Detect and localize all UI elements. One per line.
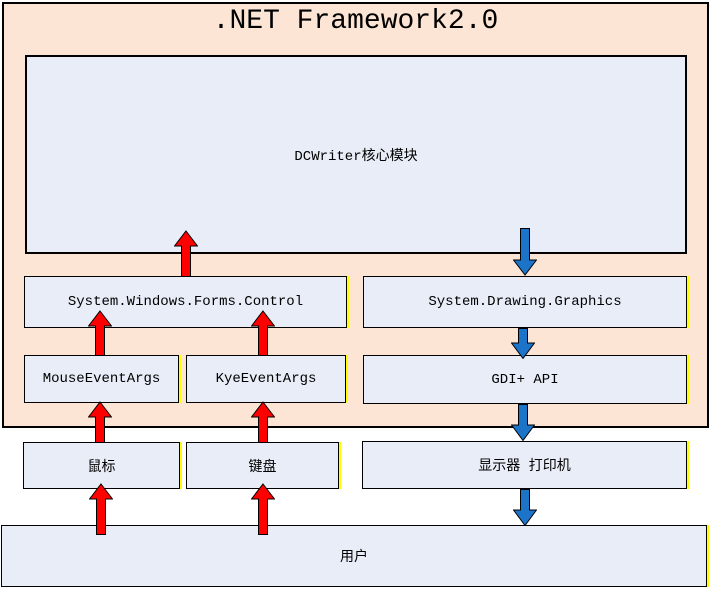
arrow-keyboard-to-keyargs-icon bbox=[251, 401, 275, 443]
drawing-graphics-label: System.Drawing.Graphics bbox=[428, 294, 622, 310]
user-label: 用户 bbox=[340, 550, 368, 566]
forms-control-box: System.Windows.Forms.Control bbox=[24, 276, 347, 328]
forms-control-label: System.Windows.Forms.Control bbox=[67, 294, 304, 310]
net-framework-title: .NET Framework2.0 bbox=[212, 6, 499, 37]
display-printer-label: 显示器 打印机 bbox=[478, 459, 571, 475]
arrow-user-to-keyboard-icon bbox=[251, 483, 275, 535]
key-event-args-label: KyeEventArgs bbox=[215, 371, 317, 387]
arrow-display-to-user-icon bbox=[513, 489, 537, 526]
dcwriter-core-label: DCWriter核心模块 bbox=[294, 148, 418, 165]
arrow-mouse-to-mouseargs-icon bbox=[88, 401, 112, 443]
gdi-api-label: GDI+ API bbox=[491, 371, 559, 388]
drawing-graphics-box: System.Drawing.Graphics bbox=[363, 276, 687, 328]
arrow-user-to-mouse-icon bbox=[89, 483, 113, 535]
arrow-mouseargs-to-forms-control-icon bbox=[88, 310, 112, 356]
arrow-keyargs-to-forms-control-icon bbox=[251, 310, 275, 356]
arrow-core-to-drawing-graphics-icon bbox=[513, 228, 537, 276]
display-printer-box: 显示器 打印机 bbox=[362, 441, 687, 489]
mouse-label: 鼠标 bbox=[87, 459, 116, 476]
user-box: 用户 bbox=[1, 525, 707, 587]
dcwriter-core-box: DCWriter核心模块 bbox=[25, 55, 687, 254]
mouse-event-args-box: MouseEventArgs bbox=[24, 355, 179, 403]
keyboard-label: 键盘 bbox=[248, 459, 277, 476]
mouse-box: 鼠标 bbox=[23, 442, 180, 489]
key-event-args-box: KyeEventArgs bbox=[186, 355, 346, 403]
arrow-drawing-graphics-to-gdi-icon bbox=[511, 328, 535, 359]
mouse-event-args-label: MouseEventArgs bbox=[42, 371, 161, 387]
arrow-gdi-to-display-icon bbox=[511, 404, 535, 441]
keyboard-box: 键盘 bbox=[186, 442, 339, 489]
arrow-forms-control-to-core-icon bbox=[174, 230, 198, 277]
gdi-api-box: GDI+ API bbox=[363, 355, 687, 404]
